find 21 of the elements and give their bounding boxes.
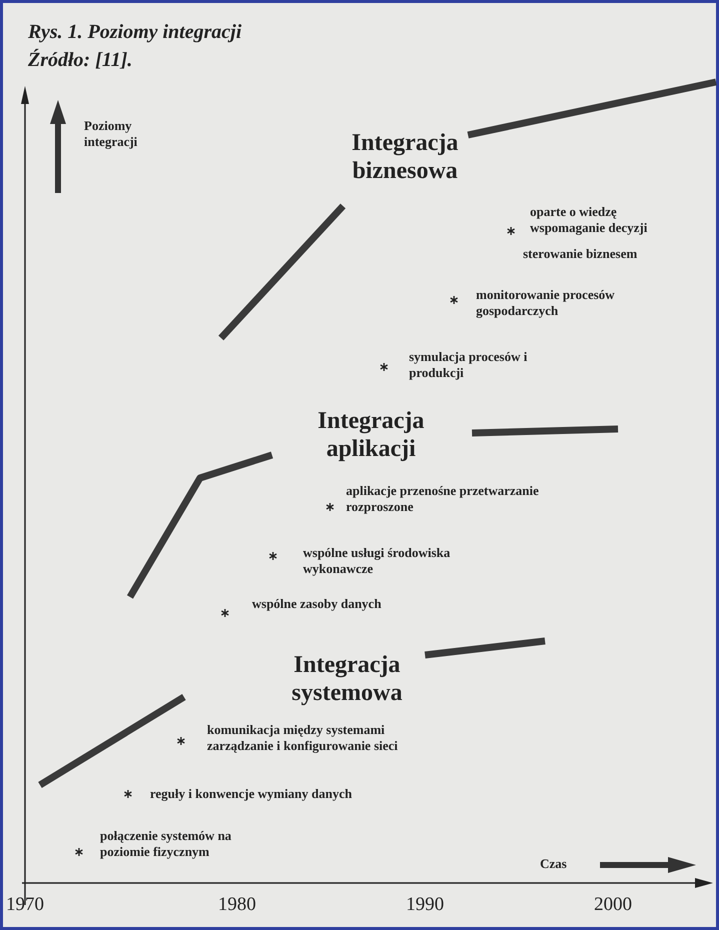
list-item: symulacja procesów i produkcji [409, 349, 528, 380]
list-item: wspólne usługi środowiska wykonawcze [303, 545, 452, 576]
list-item: aplikacje przenośne przetwarzanie rozproszone [346, 483, 540, 514]
list-item: połączenie systemów na poziomie fizycznym [100, 828, 232, 860]
list-item: monitorowanie procesów gospodarczych [476, 287, 616, 318]
level-heading: Integracja aplikacji [316, 408, 426, 464]
level-heading: Integracja systemowa [290, 652, 404, 708]
axis-title: Czas [540, 856, 568, 872]
list-item: sterowanie biznesem [523, 246, 638, 262]
list-item: reguły i konwencje wymiany danych [150, 786, 353, 802]
list-item: wspólne zasoby danych [252, 596, 382, 612]
axis-title: Poziomy integracji [84, 118, 138, 150]
year-label: 2000 [594, 894, 633, 917]
list-item: oparte o wiedzę wspomaganie decyzji [530, 204, 648, 236]
year-label: 1990 [406, 894, 445, 917]
year-label: 1980 [218, 894, 257, 917]
source-note: Źródło: [11]. [28, 48, 132, 72]
list-item: komunikacja między systemami zarządzanie i konfigurowanie sieci [207, 722, 399, 754]
year-label: 1970 [6, 894, 45, 917]
figure-title: Rys. 1. Poziomy integracji [28, 20, 242, 44]
level-heading: Integracja biznesowa [350, 130, 460, 186]
